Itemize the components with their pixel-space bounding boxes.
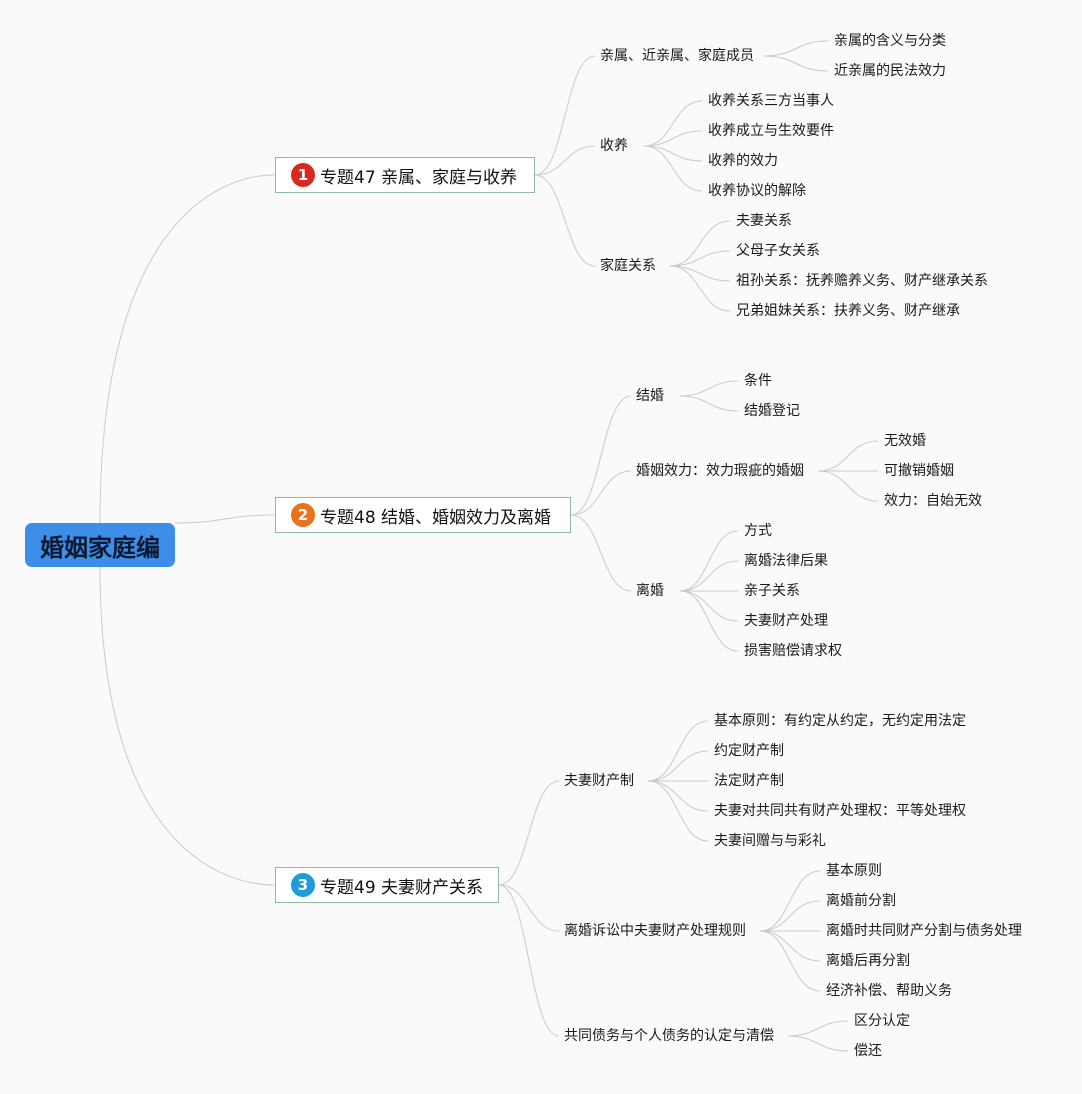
- leaf-node[interactable]: 夫妻间赠与与彩礼: [714, 833, 826, 849]
- leaf-node[interactable]: 离婚法律后果: [744, 553, 828, 569]
- connector-line: [174, 514, 276, 524]
- leaf-node[interactable]: 可撤销婚姻: [884, 463, 954, 479]
- leaf-node[interactable]: 条件: [744, 373, 772, 389]
- topic-label: 专题49 夫妻财产关系: [320, 877, 484, 898]
- leaf-node[interactable]: 离婚后再分割: [826, 953, 910, 969]
- connector-line: [679, 560, 739, 592]
- badge-3: 3: [291, 873, 315, 897]
- leaf-node[interactable]: 夫妻对共同共有财产处理权：平等处理权: [714, 803, 966, 819]
- leaf-node[interactable]: 基本原则：有约定从约定，无约定用法定: [714, 713, 966, 729]
- topic-label: 专题48 结婚、婚姻效力及离婚: [320, 507, 552, 528]
- connector-line: [570, 514, 632, 592]
- leaf-node[interactable]: 效力：自始无效: [884, 493, 982, 509]
- connector-line: [498, 884, 560, 932]
- leaf-node[interactable]: 偿还: [854, 1043, 882, 1059]
- leaf-node[interactable]: 结婚登记: [744, 403, 800, 419]
- connector-line: [669, 250, 731, 267]
- leaf-node[interactable]: 亲属的含义与分类: [834, 33, 946, 49]
- connector-line: [99, 566, 276, 886]
- connector-line: [763, 40, 829, 57]
- leaf-node[interactable]: 收养成立与生效要件: [708, 123, 834, 139]
- leaf-node[interactable]: 离婚前分割: [826, 893, 896, 909]
- connector-line: [643, 130, 703, 147]
- subtopic-kinship[interactable]: 亲属、近亲属、家庭成员: [600, 48, 754, 64]
- connector-line: [759, 870, 821, 932]
- connector-line: [679, 380, 739, 397]
- connector-line: [669, 265, 731, 312]
- subtopic-marriage[interactable]: 结婚: [636, 388, 664, 404]
- leaf-node[interactable]: 区分认定: [854, 1013, 910, 1029]
- connector-line: [498, 780, 560, 886]
- leaf-node[interactable]: 无效婚: [884, 433, 926, 449]
- subtopic-property-system[interactable]: 夫妻财产制: [564, 773, 634, 789]
- topic-node-48[interactable]: 2 专题48 结婚、婚姻效力及离婚: [275, 497, 571, 533]
- connector-line: [647, 720, 709, 782]
- connector-line: [679, 590, 739, 652]
- leaf-node[interactable]: 收养的效力: [708, 153, 778, 169]
- subtopic-divorce-property-rules[interactable]: 离婚诉讼中夫妻财产处理规则: [564, 923, 746, 939]
- leaf-node[interactable]: 夫妻关系: [736, 213, 792, 229]
- topic-label: 专题47 亲属、家庭与收养: [320, 167, 518, 188]
- connector-line: [534, 55, 596, 176]
- connector-line: [679, 590, 739, 622]
- badge-2: 2: [291, 503, 315, 527]
- connector-line: [534, 174, 596, 267]
- subtopic-divorce[interactable]: 离婚: [636, 583, 664, 599]
- connector-line: [99, 174, 276, 524]
- connector-line: [759, 900, 821, 932]
- connector-line: [679, 530, 739, 592]
- connector-line: [759, 930, 821, 962]
- subtopic-family-relations[interactable]: 家庭关系: [600, 258, 656, 274]
- leaf-node[interactable]: 约定财产制: [714, 743, 784, 759]
- connector-line: [647, 780, 709, 842]
- leaf-node[interactable]: 收养关系三方当事人: [708, 93, 834, 109]
- connector-line: [787, 1035, 849, 1052]
- leaf-node[interactable]: 基本原则: [826, 863, 882, 879]
- connector-line: [817, 470, 879, 502]
- connector-line: [759, 930, 821, 992]
- connector-line: [498, 884, 560, 1037]
- subtopic-marriage-validity[interactable]: 婚姻效力：效力瑕疵的婚姻: [636, 463, 804, 479]
- leaf-node[interactable]: 祖孙关系：抚养赡养义务、财产继承关系: [736, 273, 988, 289]
- connector-line: [763, 55, 829, 72]
- leaf-node[interactable]: 父母子女关系: [736, 243, 820, 259]
- root-node[interactable]: 婚姻家庭编: [25, 523, 175, 567]
- leaf-node[interactable]: 亲子关系: [744, 583, 800, 599]
- connector-line: [643, 145, 703, 192]
- connector-line: [570, 395, 632, 516]
- leaf-node[interactable]: 离婚时共同财产分割与债务处理: [826, 923, 1022, 939]
- connector-line: [643, 145, 703, 162]
- leaf-node[interactable]: 方式: [744, 523, 772, 539]
- connector-line: [534, 145, 596, 176]
- topic-node-49[interactable]: 3 专题49 夫妻财产关系: [275, 867, 499, 903]
- connector-line: [669, 220, 731, 267]
- connector-line: [647, 750, 709, 782]
- leaf-node[interactable]: 兄弟姐妹关系：扶养义务、财产继承: [736, 303, 960, 319]
- leaf-node[interactable]: 经济补偿、帮助义务: [826, 983, 952, 999]
- leaf-node[interactable]: 近亲属的民法效力: [834, 63, 946, 79]
- leaf-node[interactable]: 夫妻财产处理: [744, 613, 828, 629]
- connector-line: [647, 780, 709, 812]
- connector-line: [643, 100, 703, 147]
- leaf-node[interactable]: 损害赔偿请求权: [744, 643, 842, 659]
- badge-1: 1: [291, 163, 315, 187]
- leaf-node[interactable]: 法定财产制: [714, 773, 784, 789]
- subtopic-debts[interactable]: 共同债务与个人债务的认定与清偿: [564, 1028, 774, 1044]
- leaf-node[interactable]: 收养协议的解除: [708, 183, 806, 199]
- connector-line: [679, 395, 739, 412]
- connector-line: [817, 440, 879, 472]
- connector-line: [570, 470, 632, 516]
- connector-line: [787, 1020, 849, 1037]
- topic-node-47[interactable]: 1 专题47 亲属、家庭与收养: [275, 157, 535, 193]
- subtopic-adoption[interactable]: 收养: [600, 138, 628, 154]
- connector-line: [669, 265, 731, 282]
